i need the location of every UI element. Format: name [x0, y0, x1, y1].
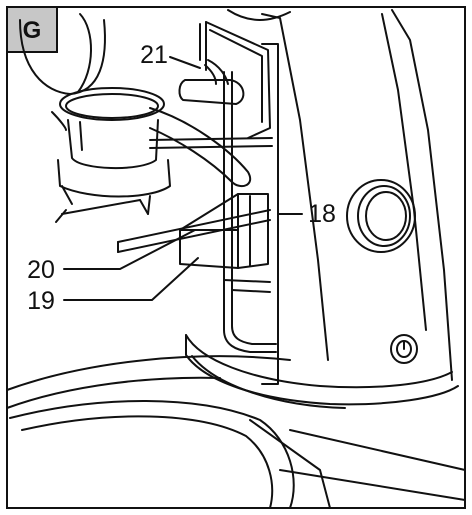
- callout-20: 20: [27, 256, 55, 284]
- panel-letter: G: [23, 17, 42, 44]
- leader-19: [63, 257, 199, 301]
- callout-19: 19: [27, 287, 55, 315]
- cradle-bar: [117, 209, 271, 253]
- callout-18: 18: [308, 200, 336, 228]
- grinder-housing: [185, 9, 459, 409]
- support-block: [179, 193, 269, 269]
- portafilter: [51, 87, 273, 223]
- leader-21: [169, 56, 201, 69]
- power-button: [390, 334, 418, 364]
- panel-badge: G: [6, 6, 58, 53]
- leader-20: [63, 229, 196, 270]
- leader-lines: [63, 56, 303, 301]
- callout-21: 21: [140, 41, 168, 69]
- portafilter-holder: [178, 21, 271, 139]
- drip-tray: [6, 355, 466, 509]
- dial-knob: [346, 179, 416, 253]
